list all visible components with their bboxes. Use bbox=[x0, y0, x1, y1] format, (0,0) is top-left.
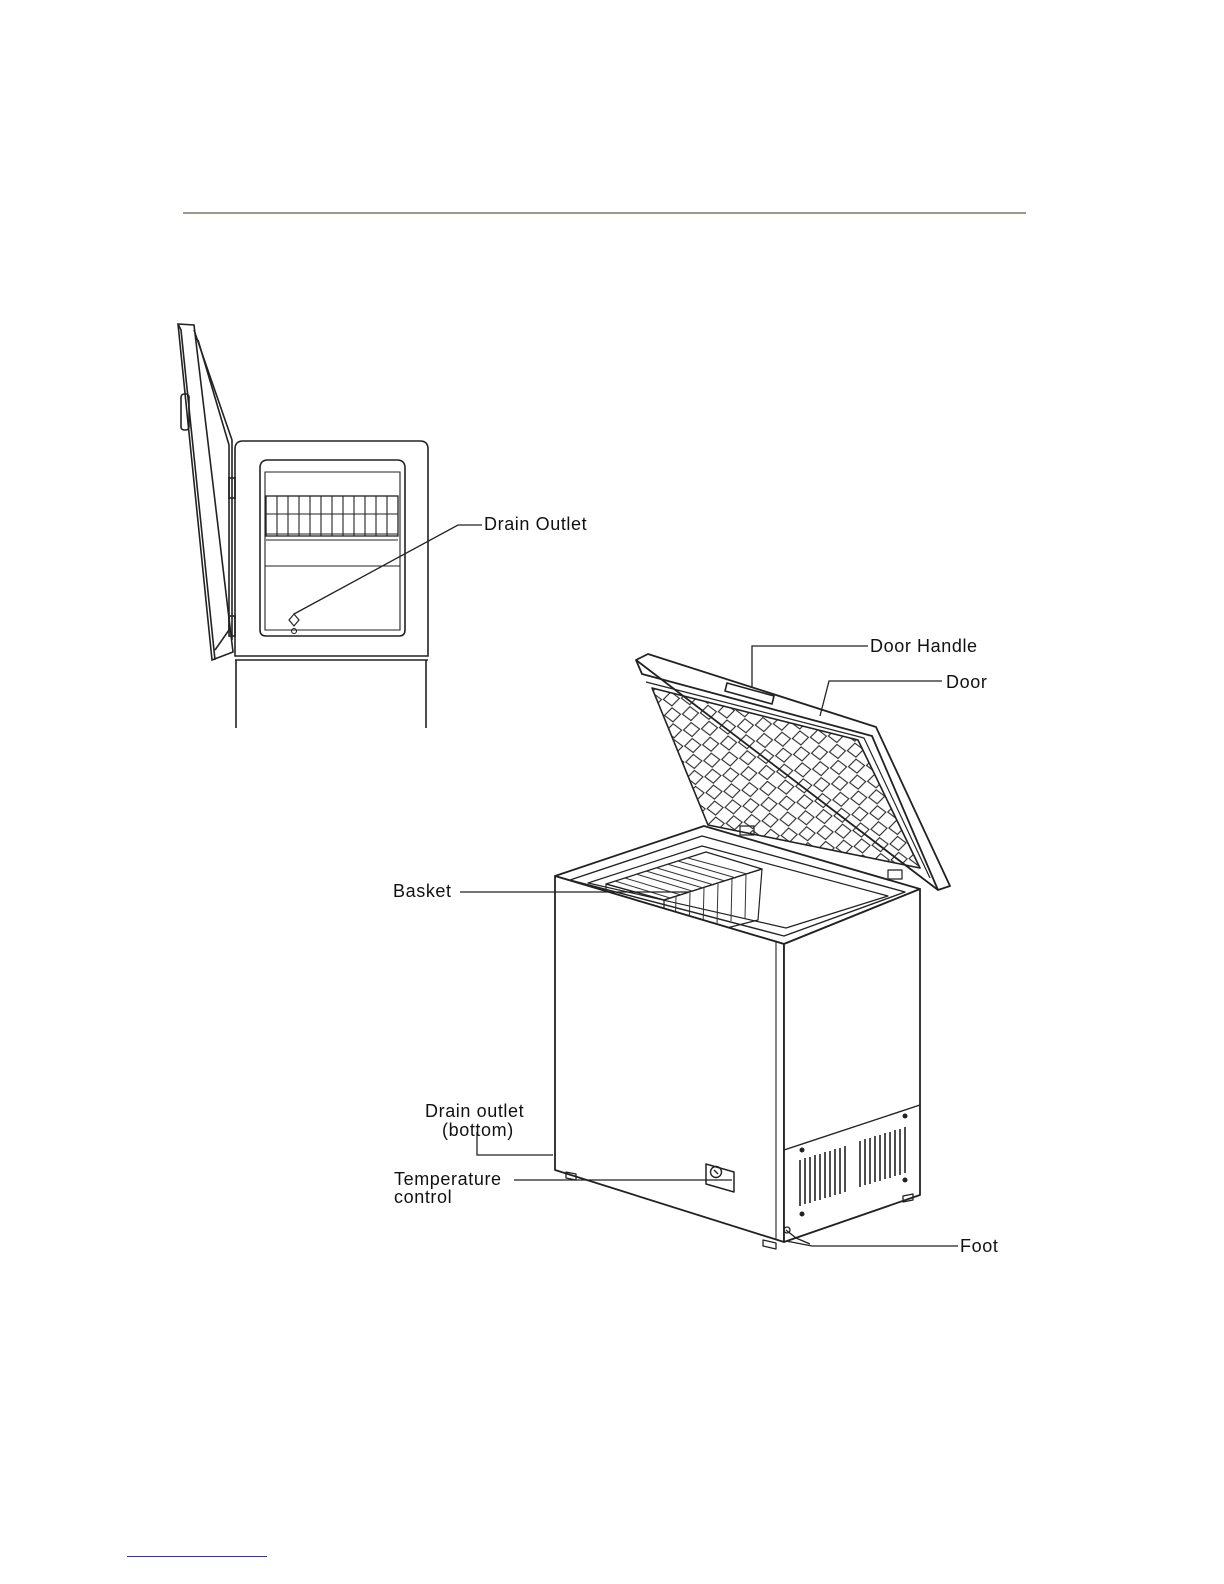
label-door-handle: Door Handle bbox=[870, 637, 978, 655]
label-drain-outlet-bottom-line1: Drain outlet bbox=[425, 1102, 524, 1120]
label-drain-outlet: Drain Outlet bbox=[484, 515, 587, 533]
label-basket: Basket bbox=[393, 882, 452, 900]
label-foot: Foot bbox=[960, 1237, 998, 1255]
label-temperature-control-line2: control bbox=[394, 1188, 452, 1206]
label-drain-outlet-bottom-line2: (bottom) bbox=[442, 1121, 514, 1139]
label-temperature-control-line1: Temperature bbox=[394, 1170, 502, 1188]
label-door: Door bbox=[946, 673, 987, 691]
freezer-perspective-drawing bbox=[555, 654, 950, 1249]
side-view-drawing bbox=[178, 324, 482, 728]
